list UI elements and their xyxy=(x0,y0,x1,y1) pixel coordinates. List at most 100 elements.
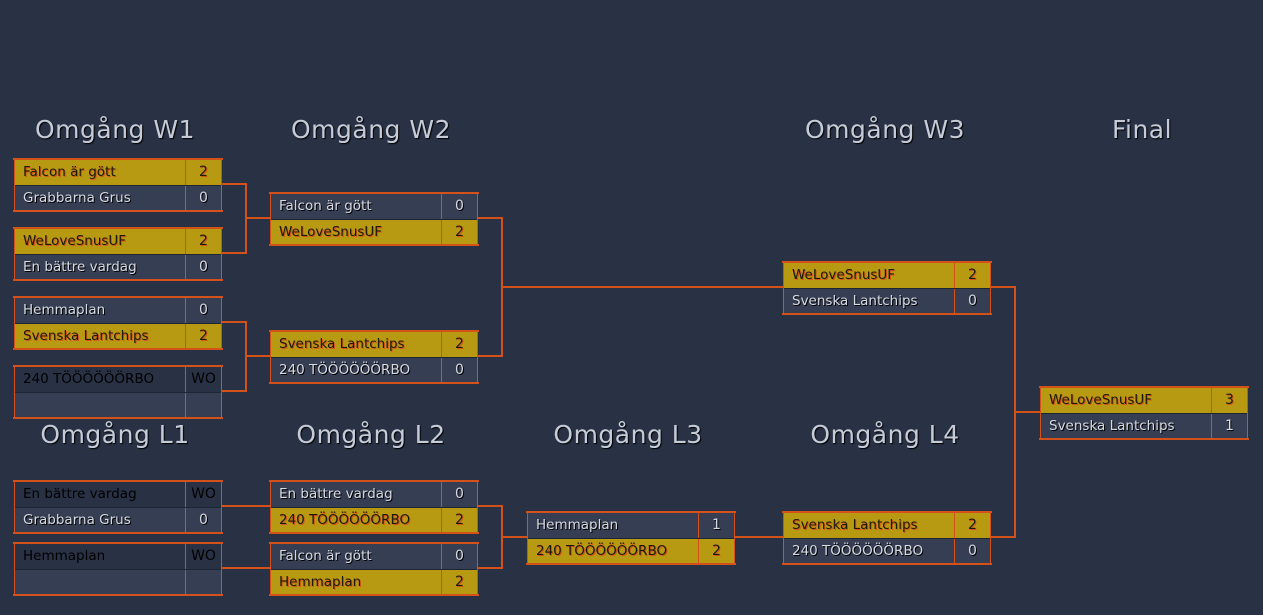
team-score: 0 xyxy=(968,293,977,309)
team-score: 0 xyxy=(199,512,208,528)
team-score: 2 xyxy=(199,164,208,180)
team-row-loser[interactable]: 240 TÖÖÖÖÖÖRBO 0 xyxy=(784,538,990,563)
match-l2-1[interactable]: En bättre vardag 0 240 TÖÖÖÖÖÖRBO 2 xyxy=(269,480,479,534)
team-score: 2 xyxy=(968,517,977,533)
team-name: Svenska Lantchips xyxy=(784,513,955,538)
team-row-loser[interactable]: En bättre vardag 0 xyxy=(271,482,477,507)
team-score: 2 xyxy=(712,543,721,559)
team-row-winner[interactable]: Svenska Lantchips 2 xyxy=(271,332,477,357)
team-score: 0 xyxy=(199,190,208,206)
team-score: 0 xyxy=(455,486,464,502)
team-name: Falcon är gött xyxy=(271,194,442,219)
team-name: WeLoveSnusUF xyxy=(15,229,186,254)
team-name: WeLoveSnusUF xyxy=(784,263,955,288)
round-title-w2: Omgång W2 xyxy=(290,115,451,144)
match-w1-4[interactable]: 240 TÖÖÖÖÖÖRBO WO xyxy=(13,365,223,419)
round-title-final: Final xyxy=(1111,115,1173,144)
team-score: WO xyxy=(191,371,216,387)
team-row-winner[interactable]: 240 TÖÖÖÖÖÖRBO 2 xyxy=(271,507,477,532)
team-name: 240 TÖÖÖÖÖÖRBO xyxy=(271,358,442,382)
team-score: 2 xyxy=(199,233,208,249)
team-row-loser[interactable]: Falcon är gött 0 xyxy=(271,194,477,219)
team-row-winner[interactable]: WeLoveSnusUF 2 xyxy=(15,229,221,254)
team-name: Svenska Lantchips xyxy=(15,324,186,348)
team-row-walkover[interactable]: En bättre vardag WO xyxy=(15,482,221,507)
team-name: Grabbarna Grus xyxy=(15,508,186,532)
team-row-loser[interactable]: Grabbarna Grus 0 xyxy=(15,507,221,532)
team-row-walkover[interactable]: Hemmaplan WO xyxy=(15,544,221,569)
team-name: 240 TÖÖÖÖÖÖRBO xyxy=(15,367,186,392)
team-score: 0 xyxy=(455,362,464,378)
team-row-walkover[interactable]: 240 TÖÖÖÖÖÖRBO WO xyxy=(15,367,221,392)
round-title-w1: Omgång W1 xyxy=(34,115,195,144)
team-name: Hemmaplan xyxy=(15,298,186,323)
team-name: Falcon är gött xyxy=(271,544,442,569)
team-score: 0 xyxy=(968,543,977,559)
team-row-loser[interactable]: Hemmaplan 1 xyxy=(528,513,734,538)
team-name: 240 TÖÖÖÖÖÖRBO xyxy=(784,539,955,563)
team-score: 3 xyxy=(1225,392,1234,408)
match-w2-2[interactable]: Svenska Lantchips 2 240 TÖÖÖÖÖÖRBO 0 xyxy=(269,330,479,384)
team-name: En bättre vardag xyxy=(271,482,442,507)
round-title-l2: Omgång L2 xyxy=(296,420,446,449)
team-row-empty[interactable] xyxy=(15,569,221,594)
team-score: 1 xyxy=(1225,418,1234,434)
team-score: 0 xyxy=(199,259,208,275)
team-row-winner[interactable]: WeLoveSnusUF 3 xyxy=(1041,388,1247,413)
team-row-empty[interactable] xyxy=(15,392,221,417)
team-score xyxy=(186,393,221,417)
team-name: 240 TÖÖÖÖÖÖRBO xyxy=(528,539,699,563)
connector-w2 xyxy=(478,217,783,357)
team-row-loser[interactable]: Falcon är gött 0 xyxy=(271,544,477,569)
connector-w1-b xyxy=(222,321,270,392)
team-name: Svenska Lantchips xyxy=(271,332,442,357)
team-row-loser[interactable]: Grabbarna Grus 0 xyxy=(15,185,221,210)
team-score: 0 xyxy=(455,198,464,214)
match-l3-1[interactable]: Hemmaplan 1 240 TÖÖÖÖÖÖRBO 2 xyxy=(526,511,736,565)
connector-l2 xyxy=(478,505,527,569)
match-l1-2[interactable]: Hemmaplan WO xyxy=(13,542,223,596)
team-row-loser[interactable]: 240 TÖÖÖÖÖÖRBO 0 xyxy=(271,357,477,382)
team-score: 0 xyxy=(455,548,464,564)
team-row-winner[interactable]: Svenska Lantchips 2 xyxy=(15,323,221,348)
team-score: 1 xyxy=(712,517,721,533)
team-name: Hemmaplan xyxy=(271,570,442,594)
team-row-winner[interactable]: Hemmaplan 2 xyxy=(271,569,477,594)
team-score: 2 xyxy=(455,336,464,352)
team-score: 2 xyxy=(199,328,208,344)
connector-final xyxy=(991,286,1040,538)
team-row-winner[interactable]: Svenska Lantchips 2 xyxy=(784,513,990,538)
team-score: WO xyxy=(191,548,216,564)
team-name xyxy=(15,393,186,417)
team-name: Grabbarna Grus xyxy=(15,186,186,210)
team-name: En bättre vardag xyxy=(15,482,186,507)
round-title-w3: Omgång W3 xyxy=(804,115,965,144)
connector-w1-a xyxy=(222,183,270,254)
team-score: 2 xyxy=(455,512,464,528)
team-name: 240 TÖÖÖÖÖÖRBO xyxy=(271,508,442,532)
team-score: WO xyxy=(191,486,216,502)
match-l4-1[interactable]: Svenska Lantchips 2 240 TÖÖÖÖÖÖRBO 0 xyxy=(782,511,992,565)
team-row-winner[interactable]: 240 TÖÖÖÖÖÖRBO 2 xyxy=(528,538,734,563)
match-l1-1[interactable]: En bättre vardag WO Grabbarna Grus 0 xyxy=(13,480,223,534)
team-score: 2 xyxy=(455,574,464,590)
team-name: Hemmaplan xyxy=(15,544,186,569)
team-name: Hemmaplan xyxy=(528,513,699,538)
team-score xyxy=(186,570,221,594)
team-name: WeLoveSnusUF xyxy=(1041,388,1212,413)
